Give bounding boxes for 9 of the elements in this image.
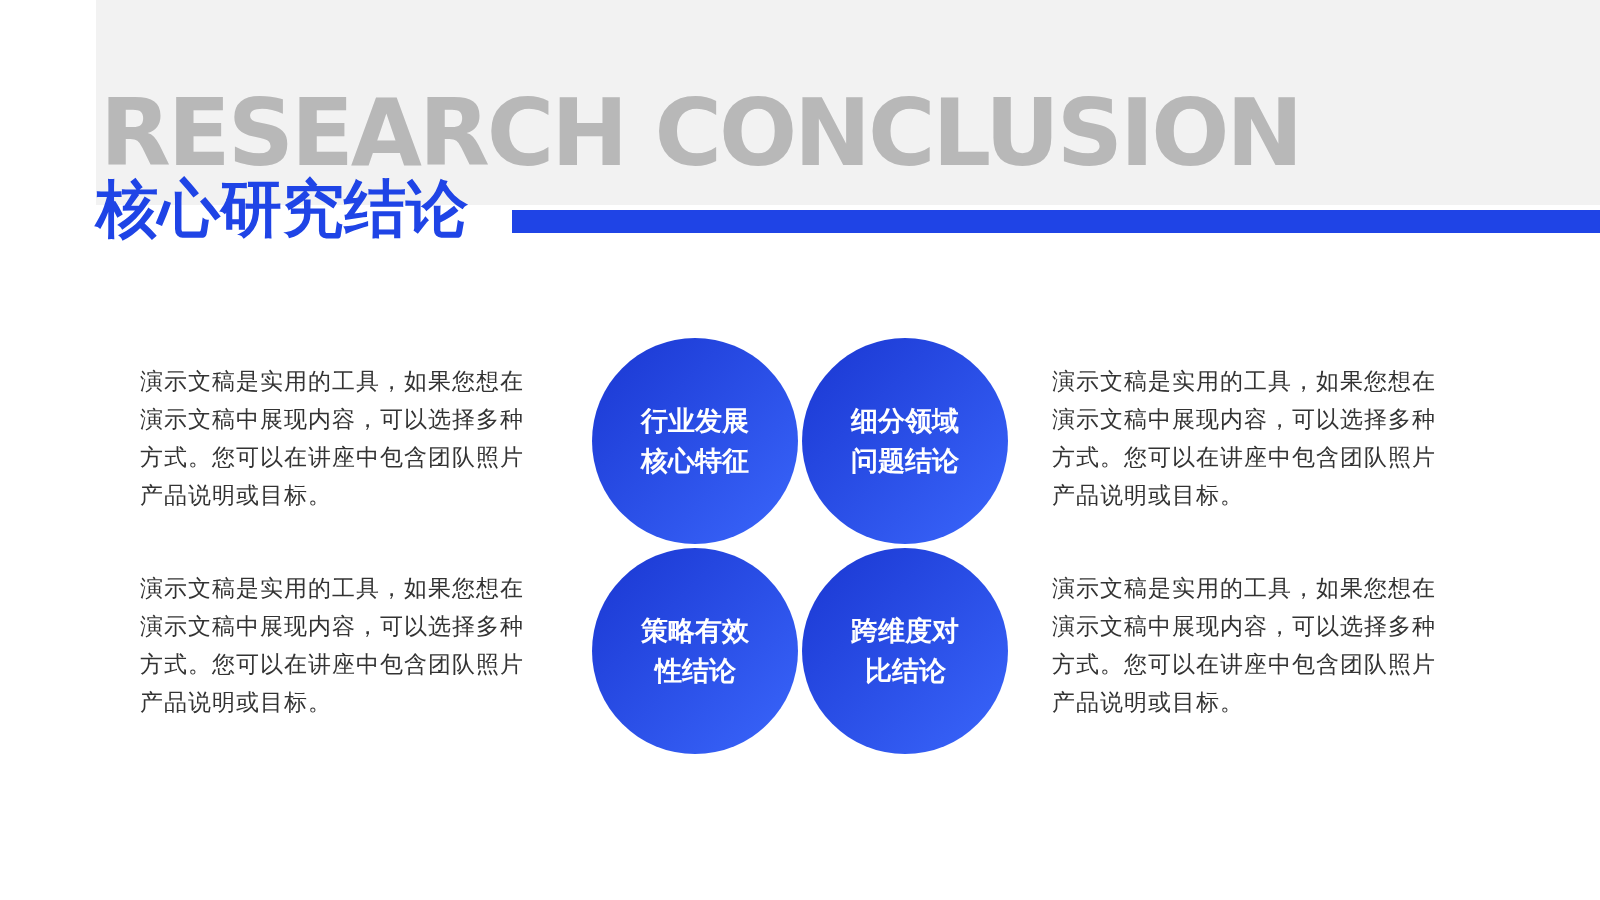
- circle-label: 策略有效性结论: [640, 614, 750, 688]
- circle-label: 细分领域问题结论: [849, 404, 960, 478]
- circle-label: 行业发展核心特征: [639, 404, 750, 478]
- body-paragraph: 演示文稿是实用的工具，如果您想在演示文稿中展现内容，可以选择多种方式。您可以在讲座中包含团队照片产品说明或目标。: [1052, 367, 1437, 510]
- body-paragraph: 演示文稿是实用的工具，如果您想在演示文稿中展现内容，可以选择多种方式。您可以在讲座中包含团队照片产品说明或目标。: [140, 367, 525, 510]
- slide-title: 核心研究结论: [96, 172, 468, 247]
- body-paragraph: 演示文稿是实用的工具，如果您想在演示文稿中展现内容，可以选择多种方式。您可以在讲座中包含团队照片产品说明或目标。: [140, 574, 525, 717]
- circle-label: 跨维度对比结论: [850, 614, 960, 688]
- body-paragraph: 演示文稿是实用的工具，如果您想在演示文稿中展现内容，可以选择多种方式。您可以在讲座中包含团队照片产品说明或目标。: [1052, 574, 1437, 717]
